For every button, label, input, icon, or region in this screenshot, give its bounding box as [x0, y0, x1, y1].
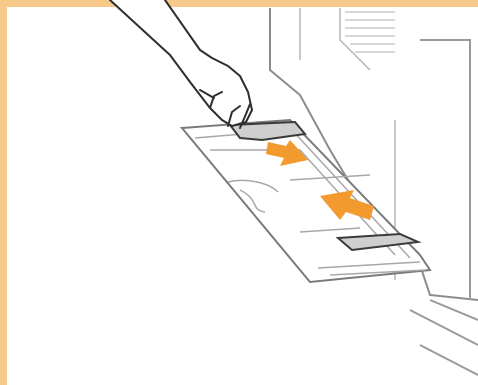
vent-grille	[345, 12, 395, 52]
hand-illustration	[110, 0, 252, 128]
